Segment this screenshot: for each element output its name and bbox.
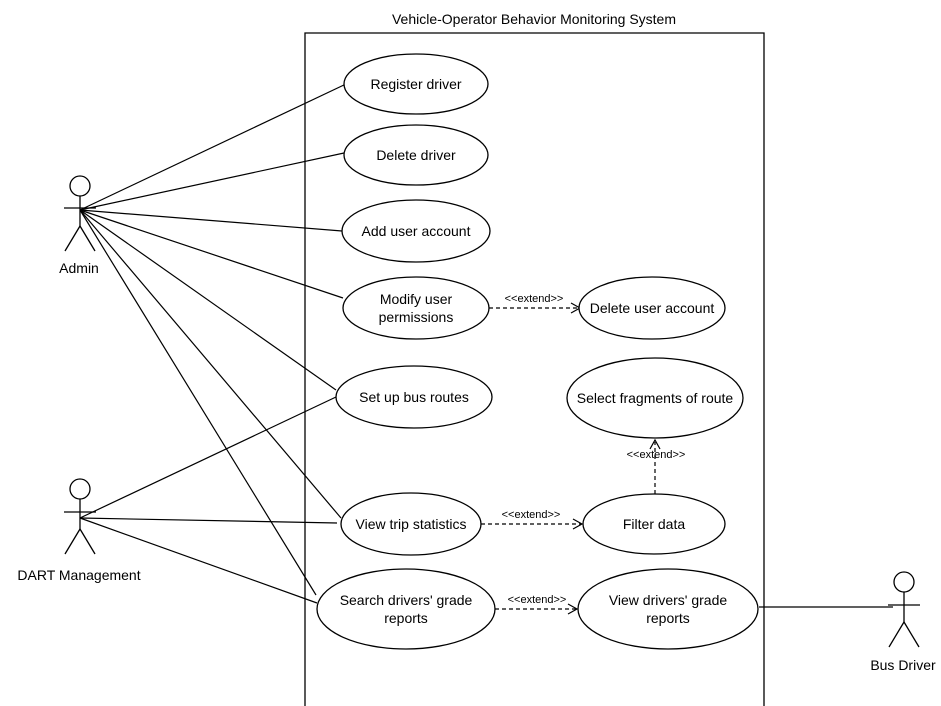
actor-label: DART Management <box>17 567 140 583</box>
extend-label: <<extend>> <box>627 449 686 461</box>
extend-filter-to-select-fragments: <<extend>> <box>627 438 686 494</box>
extend-modify-to-delete-account: <<extend>> <box>489 293 582 314</box>
actor-head <box>893 571 915 593</box>
assoc-admin-view-trip-stats <box>79 209 342 519</box>
use-case-label: View trip statistics <box>356 516 467 532</box>
use-case-add-user-account: Add user account <box>341 199 491 263</box>
assoc-dart-search-grade-reports <box>79 517 318 604</box>
actor-label: Admin <box>59 260 99 276</box>
use-case-filter-data: Filter data <box>582 493 726 555</box>
extend-arrowhead <box>649 438 661 450</box>
extend-label: <<extend>> <box>508 594 567 606</box>
assoc-dart-setup-routes <box>79 396 337 519</box>
use-case-register-driver: Register driver <box>343 53 489 115</box>
assoc-admin-register-driver <box>79 83 347 211</box>
extend-search-to-view-grade-reports: <<extend>> <box>495 594 579 615</box>
use-case-label: Modify user <box>380 291 453 307</box>
assoc-admin-add-user-account <box>79 209 343 232</box>
system-title: Vehicle-Operator Behavior Monitoring Sys… <box>392 11 676 27</box>
use-case-label: Add user account <box>362 223 471 239</box>
use-case-label: View drivers' grade <box>609 592 728 608</box>
use-case-label: reports <box>646 610 690 626</box>
use-case-label: permissions <box>379 309 454 325</box>
use-case-label: Search drivers' grade <box>340 592 473 608</box>
use-case-label: Filter data <box>623 516 685 532</box>
use-case-set-up-bus-routes: Set up bus routes <box>335 365 493 429</box>
extend-trip-stats-to-filter: <<extend>> <box>481 509 584 530</box>
assoc-dart-view-trip-stats <box>79 517 338 524</box>
use-case-label: Select fragments of route <box>577 390 734 406</box>
use-case-select-fragments-of-route: Select fragments of route <box>566 357 744 439</box>
actor-head <box>69 175 91 197</box>
assoc-admin-search-grade-reports <box>79 209 317 596</box>
actor-admin: Admin <box>59 175 99 276</box>
use-case-label: Register driver <box>370 76 461 92</box>
use-case-label: Set up bus routes <box>359 389 469 405</box>
actor-head <box>69 478 91 500</box>
extend-arrowhead <box>572 518 584 530</box>
use-case-view-drivers-grade-reports: View drivers' grade reports <box>577 568 759 650</box>
actor-label: Bus Driver <box>870 657 936 673</box>
extend-label: <<extend>> <box>505 293 564 305</box>
assoc-admin-setup-routes <box>79 209 337 391</box>
actor-bus-driver: Bus Driver <box>870 571 936 673</box>
use-case-view-trip-statistics: View trip statistics <box>340 492 482 556</box>
use-case-label: Delete driver <box>376 147 456 163</box>
use-case-search-drivers-grade-reports: Search drivers' grade reports <box>316 568 496 650</box>
use-case-label: Delete user account <box>590 300 715 316</box>
admin-associations <box>79 83 347 596</box>
use-case-modify-user-permissions: Modify user permissions <box>342 276 490 340</box>
extend-arrowhead <box>567 603 579 615</box>
use-case-delete-driver: Delete driver <box>343 124 489 186</box>
assoc-admin-modify-permissions <box>79 209 344 299</box>
use-case-label: reports <box>384 610 428 626</box>
use-case-delete-user-account: Delete user account <box>578 276 726 340</box>
extend-label: <<extend>> <box>502 509 561 521</box>
actor-dart-management: DART Management <box>17 478 141 583</box>
assoc-admin-delete-driver <box>79 152 345 211</box>
dart-associations <box>79 396 338 604</box>
system-boundary <box>304 32 765 706</box>
